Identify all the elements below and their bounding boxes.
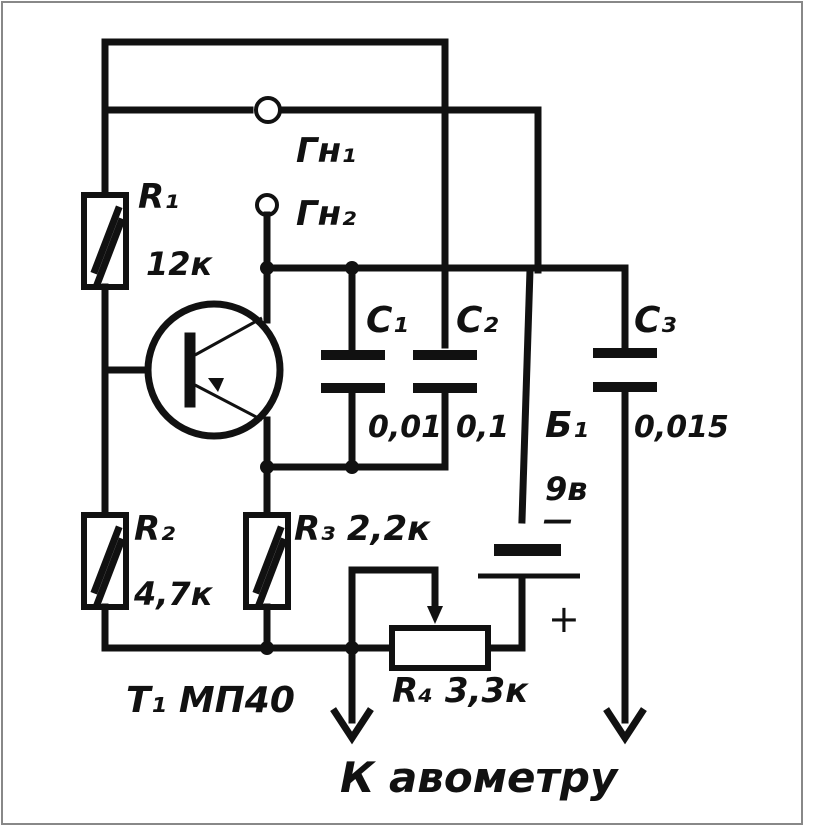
transistor-emitter-arrow (208, 378, 224, 392)
label-output: К авометру (340, 753, 619, 802)
label-c1-value: 0,01 (368, 410, 442, 445)
label-r2-name: R₂ (134, 509, 175, 549)
image-frame (1, 1, 803, 825)
label-battery-minus: — (543, 503, 573, 538)
label-r3: R₃ 2,2к (294, 509, 431, 549)
jack-gn1 (254, 96, 282, 124)
label-battery-plus: + (548, 597, 580, 641)
label-r4: R₄ 3,3к (392, 671, 529, 711)
label-c2-name: C₂ (456, 300, 498, 341)
transistor-collector-lead (194, 316, 263, 357)
capacitor-c1 (321, 350, 385, 393)
node-emitter (260, 460, 274, 474)
potentiometer-r4 (389, 625, 491, 671)
label-c2-value: 0,1 (456, 410, 509, 445)
pot-wiper-arrow (427, 606, 443, 624)
resistor-r2-hatch (90, 525, 126, 607)
arrow-output-left (330, 707, 374, 745)
resistor-r3-hatch (252, 525, 288, 607)
wire-gn1-right (281, 106, 542, 274)
capacitor-c2 (413, 350, 477, 393)
label-r1-value: 12к (146, 245, 214, 283)
label-r1-name: R₁ (138, 177, 179, 217)
wire-to-battery (518, 266, 534, 524)
transistor-emitter-lead (194, 383, 263, 422)
node-r3-bottom (260, 641, 274, 655)
node-collector (260, 261, 274, 275)
label-c3-value: 0,015 (634, 410, 729, 445)
label-battery-name: Б₁ (545, 405, 588, 446)
label-c1-name: C₁ (366, 300, 408, 341)
wire-top-loop (101, 38, 449, 349)
wire-bottom-left (101, 603, 396, 652)
label-battery-value: 9в (545, 470, 588, 508)
label-gn1: Гн₁ (296, 131, 356, 171)
wire-pot-wiper (348, 566, 439, 652)
arrow-output-right (603, 707, 647, 745)
wire-battery-bottom (484, 576, 526, 652)
label-gn2: Гн₂ (296, 194, 356, 234)
capacitor-c3 (593, 348, 657, 392)
label-c3-name: C₃ (634, 300, 676, 341)
transistor-body (144, 300, 284, 440)
label-transistor: T₁ МП40 (126, 680, 295, 721)
label-r2-value: 4,7к (133, 575, 214, 613)
resistor-r1-hatch (90, 205, 126, 287)
